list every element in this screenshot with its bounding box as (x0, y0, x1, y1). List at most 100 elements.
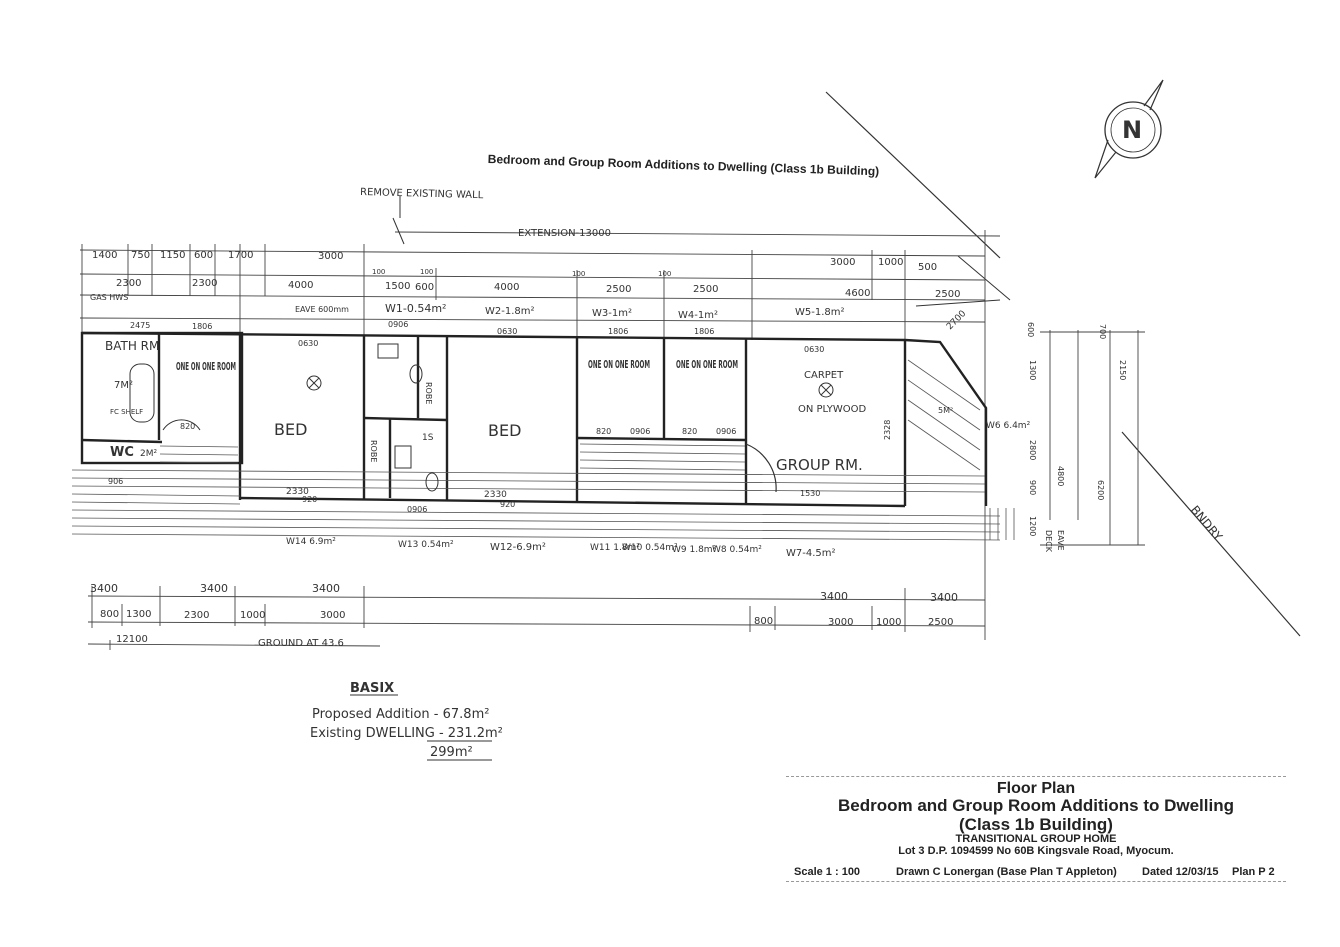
title-block-org: TRANSITIONAL GROUP HOME (955, 832, 1117, 845)
corner-deck-outline (904, 338, 988, 506)
eave-label: EAVE (1056, 530, 1065, 551)
window-label: W4-1m² (678, 310, 718, 321)
dim-label: 5M² (938, 406, 953, 415)
dim-label: 2300 (192, 278, 217, 289)
dim-label: 906 (108, 477, 123, 486)
group-room-door-arc (745, 443, 777, 493)
room-label-group: GROUP RM. (776, 456, 863, 474)
title-block-scale: Scale 1 : 100 (794, 866, 861, 879)
dim-label: 1000 (240, 610, 265, 621)
door-size: 820 (682, 427, 697, 436)
door-size: 1806 (608, 327, 628, 336)
room-label-one-on-one-c: ONE ON ONE ROOM (676, 358, 738, 371)
dim-label: 1300 (1028, 360, 1037, 380)
note-extension: EXTENSION-13000 (518, 228, 611, 239)
dim-label: 750 (131, 250, 150, 261)
door-size: 0906 (388, 320, 408, 329)
ceiling-fan-icon (818, 382, 834, 398)
door-size: 0906 (716, 427, 736, 436)
toilet-icon (409, 364, 423, 384)
door-size: 820 (596, 427, 611, 436)
note-remove-wall: REMOVE EXISTING WALL (360, 187, 484, 201)
dim-label: 2800 (1028, 440, 1037, 460)
boundary-line-south (1121, 431, 1301, 637)
title-block-lot: Lot 3 D.P. 1094599 No 60B Kingsvale Road… (898, 844, 1174, 857)
dim-label: 1000 (876, 617, 901, 628)
eave-label: EAVE 600mm (295, 305, 349, 314)
title-block-class: (Class 1b Building) (959, 814, 1113, 834)
room-area: 2M² (140, 449, 157, 459)
title-block: Floor Plan Bedroom and Group Room Additi… (786, 776, 1286, 882)
carpet-label: CARPET (804, 370, 844, 381)
window-label: W5-1.8m² (795, 307, 845, 318)
bottom-dimension-lines (87, 586, 986, 650)
dim-label: 3000 (830, 257, 855, 268)
dim-label: 1000 (878, 257, 903, 268)
room-label-one-on-one-a: ONE ON ONE ROOM (176, 360, 236, 373)
building-walls (80, 331, 907, 508)
room-label-bed-2: BED (488, 421, 521, 440)
dim-label: 12100 (116, 634, 148, 645)
dim-label: 3000 (320, 610, 345, 621)
door-size: 0630 (804, 345, 824, 354)
basin-icon (377, 343, 399, 359)
basin-icon (394, 445, 412, 469)
window-label: W13 0.54m² (398, 540, 454, 550)
dim-label: 2300 (116, 278, 141, 289)
boundary-line-mid (957, 255, 1011, 301)
title-block-drawn: Drawn C Lonergan (Base Plan T Appleton) (896, 866, 1117, 879)
title-block-dated: Dated 12/03/15 (1142, 866, 1219, 879)
dim-label: 700 (1098, 324, 1107, 339)
dim-label: 100 (572, 270, 585, 278)
window-label: W8 0.54m² (712, 545, 762, 555)
deck-label: DECK (1044, 530, 1053, 553)
north-arrow-icon (1094, 79, 1164, 179)
ceiling-fan-icon (306, 375, 322, 391)
boundary-line-north (825, 91, 1001, 259)
basix-existing: Existing DWELLING - 231.2m² (310, 726, 503, 741)
plywood-label: ON PLYWOOD (798, 404, 867, 415)
title-block-plan: Plan P 2 (1232, 866, 1275, 879)
room-label-robe-1: ROBE (424, 382, 433, 404)
dim-label: 2150 (1118, 360, 1127, 380)
window-label: W12-6.9m² (490, 542, 546, 553)
dim-label: 2700 (945, 309, 968, 332)
room-label-wc: WC (110, 445, 134, 460)
window-label: W1-0.54m² (385, 302, 446, 315)
dim-label: 2500 (693, 284, 718, 295)
dim-label: 2328 (883, 420, 892, 440)
window-label: W3-1m² (592, 308, 632, 319)
dim-label: 1200 (1028, 516, 1037, 536)
door-size: 0906 (407, 505, 427, 514)
window-label: W14 6.9m² (286, 537, 336, 547)
dim-label: 1700 (228, 250, 253, 261)
room-label-robe-2: ROBE (369, 440, 378, 462)
bathtub-icon (129, 363, 155, 423)
room-label-one-on-one-b: ONE ON ONE ROOM (588, 358, 650, 371)
dim-label: 2500 (935, 289, 960, 300)
deck-hatching (71, 359, 1001, 541)
room-label-bed-1: BED (274, 420, 307, 439)
dim-label: 4000 (288, 280, 313, 291)
dim-label: 3400 (200, 582, 228, 595)
door-size: 0630 (497, 327, 517, 336)
window-label: W2-1.8m² (485, 306, 535, 317)
window-label: W9 1.8m² (672, 545, 717, 555)
title-block-title: Floor Plan (996, 780, 1076, 797)
dim-label: 600 (415, 282, 434, 293)
dim-label: 4800 (1056, 466, 1065, 486)
toilet-icon (425, 472, 439, 492)
dim-label: 800 (100, 609, 119, 620)
dim-label: 1400 (92, 250, 117, 261)
window-label: W7-4.5m² (786, 548, 836, 559)
window-label: W11 1.8m² (590, 543, 640, 553)
top-dim-ticks (81, 230, 986, 640)
door-size: 2475 (130, 321, 150, 330)
door-size: 920 (302, 495, 317, 504)
dim-label: 3400 (90, 582, 118, 595)
basix-total: 299m² (430, 745, 473, 760)
dim-label: 3000 (318, 251, 343, 262)
door-size: 0906 (630, 427, 650, 436)
